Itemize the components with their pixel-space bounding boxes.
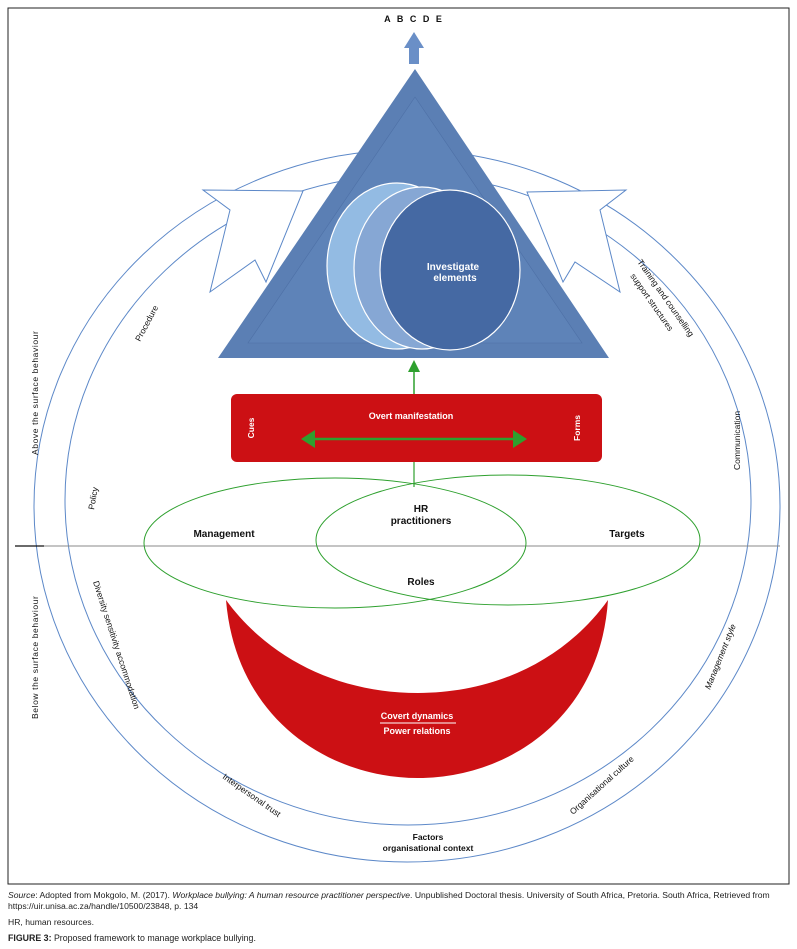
- source-note: Source: Adopted from Mokgolo, M. (2017).…: [8, 890, 793, 912]
- below-surface-label: Below the surface behaviour: [30, 596, 40, 719]
- overt-box: [231, 394, 602, 462]
- covert-line-1: Covert dynamics: [381, 711, 454, 721]
- venn-management: [143, 477, 527, 609]
- figure-frame: [7, 7, 790, 885]
- left-ring-arrow: [201, 189, 304, 294]
- source-pre: : Adopted from Mokgolo, M. (2017).: [35, 890, 173, 900]
- figure-title: FIGURE 3: Proposed framework to manage w…: [8, 933, 793, 944]
- venn-left-label: Management: [193, 529, 255, 540]
- ring-label-communication: Communication: [732, 411, 742, 470]
- above-surface-label: Above the surface behaviour: [30, 331, 40, 455]
- source-label: Source: [8, 890, 36, 900]
- figure-title-text: Proposed framework to manage workplace b…: [51, 933, 256, 943]
- ring-label-organisational-culture: Organisational culture: [568, 754, 636, 817]
- covert-bowl: [226, 600, 608, 778]
- venn-center-line-2: practitioners: [391, 516, 452, 527]
- overt-cues: Cues: [246, 417, 256, 438]
- core-line-1: Investigate: [427, 262, 480, 273]
- arrow-up-icon: [408, 360, 420, 372]
- up-arrow-icon: [404, 32, 424, 64]
- ring-label-procedure: Procedure: [133, 303, 160, 343]
- figure-label: FIGURE 3:: [8, 933, 52, 943]
- overt-forms: Forms: [572, 415, 582, 441]
- framework-diagram: A B C D E Investigate elements Overt man…: [7, 7, 790, 885]
- arrow-right-icon: [513, 430, 527, 448]
- source-post: . Unpublished Doctoral thesis. Universit…: [8, 890, 770, 911]
- core-line-2: elements: [433, 273, 477, 284]
- venn-targets: [315, 474, 701, 606]
- overt-title: Overt manifestation: [369, 411, 454, 421]
- circle-core: [379, 189, 521, 351]
- figure-caption: Source: Adopted from Mokgolo, M. (2017).…: [8, 890, 793, 949]
- venn-center-line-1: HR: [414, 504, 429, 515]
- ring-label-policy: Policy: [86, 486, 100, 511]
- ring-label-factors-1: Factors: [413, 832, 444, 842]
- ring-label-factors-2: organisational context: [383, 843, 474, 853]
- arrow-left-icon: [301, 430, 315, 448]
- venn-right-label: Targets: [609, 529, 645, 540]
- ring-label-diversity: Diversity sensitivity accommodation: [91, 580, 142, 711]
- covert-line-2: Power relations: [383, 726, 450, 736]
- abbreviation-note: HR, human resources.: [8, 917, 94, 927]
- top-label: A B C D E: [384, 14, 444, 24]
- right-ring-arrow: [526, 189, 628, 294]
- venn-bottom-label: Roles: [407, 577, 435, 588]
- source-title: Workplace bullying: A human resource pra…: [172, 890, 411, 900]
- ring-label-interpersonal-trust: Interpersonal trust: [221, 771, 283, 819]
